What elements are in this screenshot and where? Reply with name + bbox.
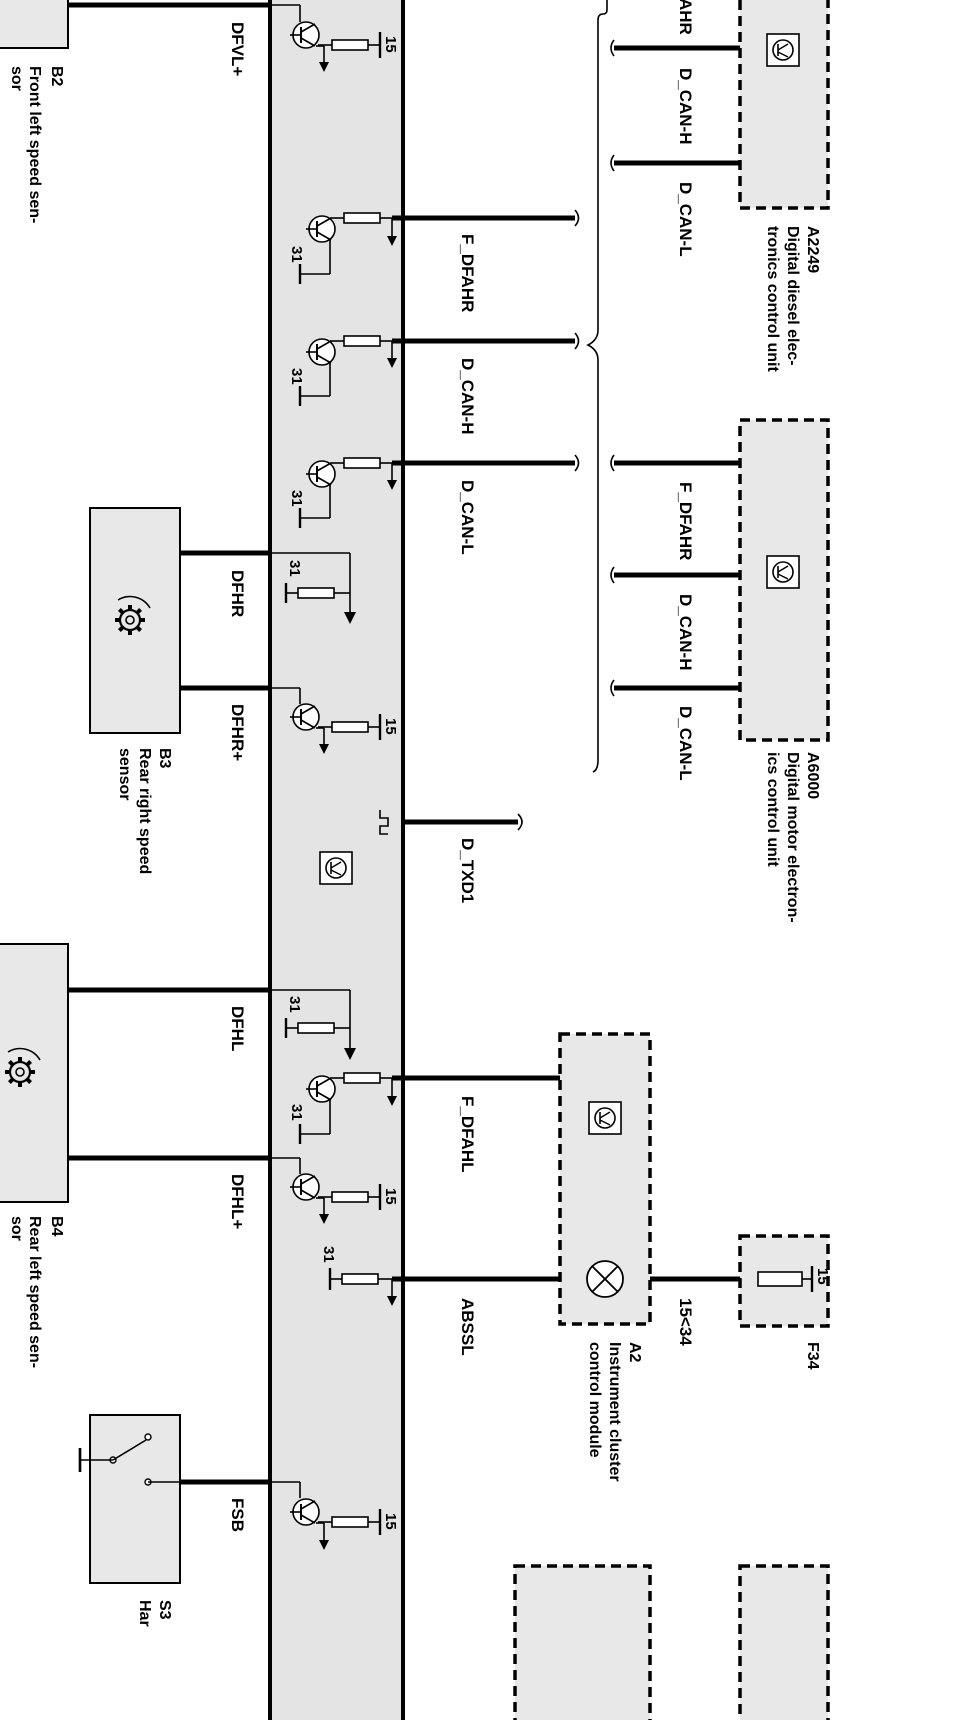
b2-id: B2 (48, 66, 65, 87)
terminal-15-row1: 15 (382, 36, 399, 53)
terminal-31-row2: 31 (288, 246, 305, 263)
wire-label-fsb: FSB (228, 1498, 247, 1532)
terminal-31-abssl: 31 (320, 1246, 337, 1263)
module-a2 (558, 1032, 652, 1326)
switch-s3 (78, 1414, 270, 1584)
b4-desc1: Rear left speed sen- (26, 1216, 43, 1368)
terminal-15-f34: 15 (814, 1268, 831, 1285)
b3-desc2: sensor (116, 748, 133, 800)
wire-label-f-dfahr: F_DFAHR (458, 234, 477, 312)
b3-id: B3 (156, 748, 173, 769)
a2249-desc2: tronics control unit (764, 226, 781, 372)
module-partial-bottom-right (738, 1564, 830, 1720)
b4-id: B4 (48, 1216, 65, 1237)
driver-dfhl-plus (270, 1157, 382, 1224)
a6000-wire-f-dfahr-label: F_DFAHR (676, 482, 695, 560)
b3-desc1: Rear right speed (136, 748, 153, 874)
a2249-desc1: Digital diesel elec- (784, 226, 801, 366)
cluster-supply-label: 15<34 (676, 1298, 695, 1346)
wire-label-d-txd1: D_TXD1 (458, 838, 477, 903)
b2-desc1: Front left speed sen- (26, 66, 43, 223)
a2-desc2: control module (586, 1342, 603, 1458)
a6000-wires (610, 454, 740, 697)
driver-d-can-l (298, 454, 580, 528)
a6000-desc2: ics control unit (764, 752, 781, 867)
fuse-f34 (738, 1234, 830, 1328)
driver-f-dfahl (298, 1072, 560, 1144)
driver-f-dfahr (298, 209, 580, 284)
sensor-b2 (0, 0, 270, 49)
b2-desc2: sor (8, 66, 25, 91)
a6000-wire-can-l-label: D_CAN-L (676, 706, 695, 781)
a2249-wire-can-l-label: D_CAN-L (676, 182, 695, 257)
wire-label-d-can-h: D_CAN-H (458, 358, 477, 435)
wire-label-d-can-l: D_CAN-L (458, 480, 477, 555)
terminal-31-row4: 31 (288, 490, 305, 507)
s3-desc1: Har (136, 1600, 153, 1627)
wire-label-dfhl: DFHL (228, 1006, 247, 1051)
wire-label-dfhl-plus: DFHL+ (228, 1174, 247, 1229)
terminal-31-row3: 31 (288, 368, 305, 385)
a2249-wire-top-label: AHR (676, 0, 695, 35)
sensor-b3 (89, 507, 270, 734)
wire-label-f-dfahl: F_DFAHL (458, 1096, 477, 1173)
wire-label-dfhr-plus: DFHR+ (228, 704, 247, 761)
a2-desc1: Instrument cluster (606, 1342, 623, 1482)
a2-id: A2 (626, 1342, 643, 1363)
terminal-15-dfhl-plus: 15 (382, 1188, 399, 1205)
wire-label-dfvl-plus: DFVL+ (228, 22, 247, 76)
driver-dfhr-plus (270, 687, 382, 754)
terminal-31-dfhr: 31 (286, 560, 303, 577)
wire-label-abssl: ABSSL (458, 1298, 477, 1356)
driver-dfvl-plus (270, 4, 382, 72)
bus-brace (586, 0, 608, 773)
a2249-wire-can-h-label: D_CAN-H (676, 68, 695, 145)
s3-id: S3 (156, 1600, 173, 1620)
b4-desc2: sor (8, 1216, 25, 1241)
driver-d-can-h (298, 332, 580, 406)
a2249-id: A2249 (804, 226, 821, 273)
wire-label-dfhr: DFHR (228, 570, 247, 617)
a6000-wire-can-h-label: D_CAN-H (676, 594, 695, 671)
a6000-id: A6000 (804, 752, 821, 799)
terminal-31-dfhl: 31 (286, 996, 303, 1013)
driver-dfhl (270, 989, 356, 1060)
a6000-desc1: Digital motor electron- (784, 752, 801, 923)
f34-id: F34 (804, 1342, 821, 1370)
terminal-15-fsb: 15 (382, 1513, 399, 1530)
driver-fsb (270, 1481, 382, 1550)
module-partial-bottom-center (513, 1564, 652, 1720)
driver-d-txd1 (319, 810, 523, 885)
terminal-15-dfhr-plus: 15 (382, 718, 399, 735)
a2249-wires (610, 39, 740, 172)
driver-dfhr (270, 552, 356, 624)
module-a2249 (738, 0, 830, 210)
terminal-31-f-dfahl: 31 (288, 1104, 305, 1121)
sensor-b4 (0, 943, 270, 1203)
module-a6000 (738, 418, 830, 742)
